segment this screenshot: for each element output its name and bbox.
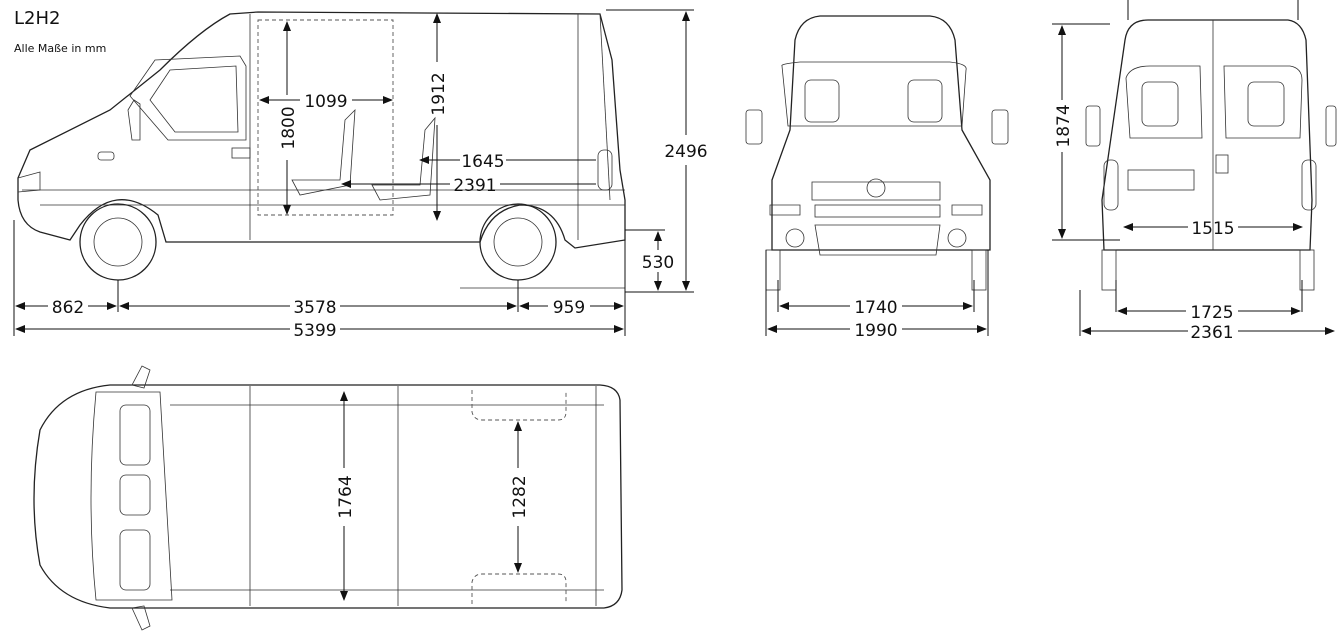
- dim-1912: 1912: [429, 72, 449, 115]
- dim-3578: 3578: [293, 298, 336, 318]
- dim-1099: 1099: [304, 92, 347, 112]
- dim-862: 862: [52, 298, 84, 318]
- units-note: Alle Maße in mm: [14, 42, 106, 55]
- dim-2391: 2391: [453, 176, 496, 196]
- dim-1515: 1515: [1191, 219, 1234, 239]
- dim-5399: 5399: [293, 321, 336, 341]
- side-view-dimensions: 1099 1800 1912 1645 2391 2496 530: [13, 9, 708, 341]
- front-view-dimensions: 1740 1990: [765, 250, 989, 341]
- dim-1800: 1800: [279, 106, 299, 149]
- drawing-title: L2H2: [14, 8, 60, 29]
- dim-1645: 1645: [461, 152, 504, 172]
- dim-1874: 1874: [1054, 104, 1074, 147]
- top-view-dimensions: 1764 1282: [336, 391, 530, 601]
- dim-530: 530: [642, 253, 674, 273]
- dim-1282: 1282: [510, 475, 530, 518]
- front-view: [745, 15, 1009, 291]
- rear-view: [1085, 19, 1337, 291]
- dim-1764: 1764: [336, 475, 356, 518]
- rear-view-dimensions: 1874 1515 1725 2361: [1052, 0, 1335, 343]
- dim-2361: 2361: [1190, 323, 1233, 343]
- dim-2496: 2496: [664, 142, 707, 162]
- dim-1990: 1990: [854, 321, 897, 341]
- dim-959: 959: [553, 298, 585, 318]
- side-view: [17, 11, 626, 281]
- top-view: [33, 365, 623, 631]
- dim-1740: 1740: [854, 298, 897, 318]
- dim-1725: 1725: [1190, 303, 1233, 323]
